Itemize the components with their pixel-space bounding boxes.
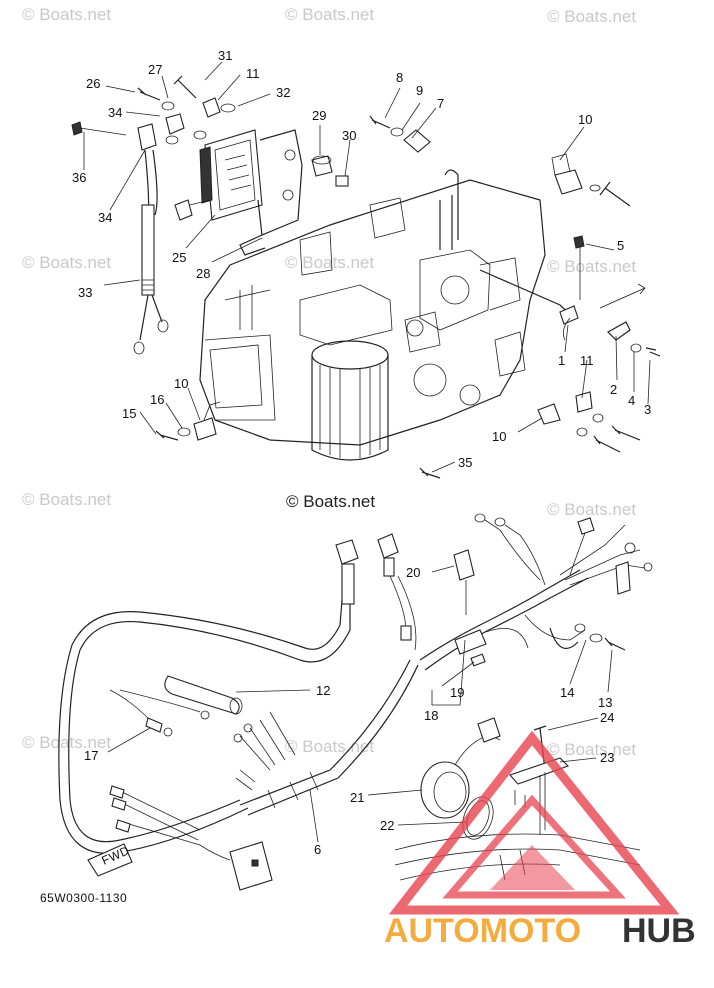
callout-34: 34 [98, 210, 112, 225]
watermark: © Boats.net [285, 737, 374, 756]
grommet-group [311, 115, 431, 187]
callout-17: 17 [84, 748, 98, 763]
callout-7: 7 [437, 96, 444, 111]
callout-4: 4 [628, 393, 635, 408]
callout-26: 26 [86, 76, 100, 91]
callout-28: 28 [196, 266, 210, 281]
watermark-layer: © Boats.net © Boats.net © Boats.net © Bo… [22, 5, 636, 759]
callout-25: 25 [172, 250, 186, 265]
callout-8: 8 [396, 70, 403, 85]
callout-18: 18 [424, 708, 438, 723]
callout-20: 20 [406, 565, 420, 580]
watermark: © Boats.net [547, 7, 636, 26]
wiring-harness-group: FWD [58, 513, 653, 891]
callout-29: 29 [312, 108, 326, 123]
copyright-label: © Boats.net [286, 492, 375, 511]
callout-16: 16 [150, 392, 164, 407]
callout-19: 19 [450, 685, 464, 700]
callout-32: 32 [276, 85, 290, 100]
callout-12: 12 [316, 683, 330, 698]
logo-text-secondary: HUB [622, 912, 696, 950]
callout-6: 6 [314, 842, 321, 857]
callout-5: 5 [617, 238, 624, 253]
watermark: © Boats.net [547, 740, 636, 759]
callout-1: 1 [558, 353, 565, 368]
watermark: © Boats.net [547, 500, 636, 519]
right-bracket-group [479, 153, 661, 453]
callout-34: 34 [108, 105, 122, 120]
callout-3: 3 [644, 402, 651, 417]
callout-24: 24 [600, 710, 614, 725]
callout-22: 22 [380, 818, 394, 833]
engine-block [199, 169, 546, 461]
leader-lines [83, 61, 651, 843]
watermark: © Boats.net [22, 733, 111, 752]
watermark: © Boats.net [22, 253, 111, 272]
callout-14: 14 [560, 685, 574, 700]
callout-labels: 31 27 11 26 32 34 36 34 25 28 29 30 8 9 … [72, 48, 651, 857]
left-bracket-group [155, 401, 441, 479]
callout-10: 10 [578, 112, 592, 127]
watermark: © Boats.net [285, 253, 374, 272]
callout-10: 10 [492, 429, 506, 444]
watermark: © Boats.net [547, 257, 636, 276]
callout-21: 21 [350, 790, 364, 805]
callout-36: 36 [72, 170, 86, 185]
callout-27: 27 [148, 62, 162, 77]
watermark: © Boats.net [285, 5, 374, 24]
callout-30: 30 [342, 128, 356, 143]
callout-2: 2 [610, 382, 617, 397]
callout-35: 35 [458, 455, 472, 470]
callout-11: 11 [580, 353, 594, 368]
watermark: © Boats.net [22, 490, 111, 509]
automotohub-logo: AUTOMOTO HUB [384, 730, 696, 950]
callout-9: 9 [416, 83, 423, 98]
logo-text-primary: AUTOMOTO [384, 912, 581, 950]
callout-15: 15 [122, 406, 136, 421]
cdi-unit-group [71, 75, 303, 355]
callout-33: 33 [78, 285, 92, 300]
callout-13: 13 [598, 695, 612, 710]
callout-10: 10 [174, 376, 188, 391]
part-code: 65W0300-1130 [40, 891, 127, 905]
watermark: © Boats.net [22, 5, 111, 24]
callout-31: 31 [218, 48, 232, 63]
callout-23: 23 [600, 750, 614, 765]
callout-11: 11 [246, 66, 260, 81]
logo-triangle-icon [388, 730, 680, 915]
